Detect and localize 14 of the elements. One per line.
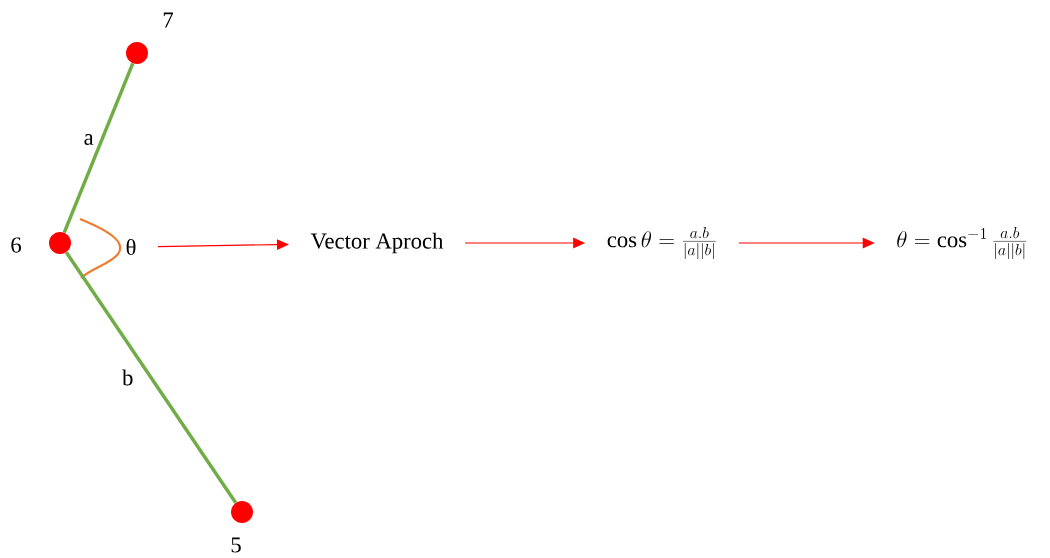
dot bbox=[49, 232, 71, 254]
point-number: 7 bbox=[163, 12, 173, 28]
dot bbox=[231, 501, 253, 523]
line-segment bbox=[62, 62, 135, 234]
point-number: 5 bbox=[231, 537, 241, 553]
line-segment bbox=[64, 251, 238, 504]
point-number: 6 bbox=[11, 237, 21, 253]
node-text: θ bbox=[126, 238, 136, 256]
edge-label: b bbox=[122, 369, 133, 386]
dot bbox=[126, 42, 148, 64]
edge-label: a bbox=[84, 134, 94, 145]
formula: $\theta=\cos^{-1}\frac{a.b}{|a||b|}$ bbox=[897, 226, 1027, 260]
node-text: Vector Aproch bbox=[310, 232, 444, 254]
formula: $\cos\theta=\frac{a.b}{|a||b|}$ bbox=[607, 226, 716, 260]
